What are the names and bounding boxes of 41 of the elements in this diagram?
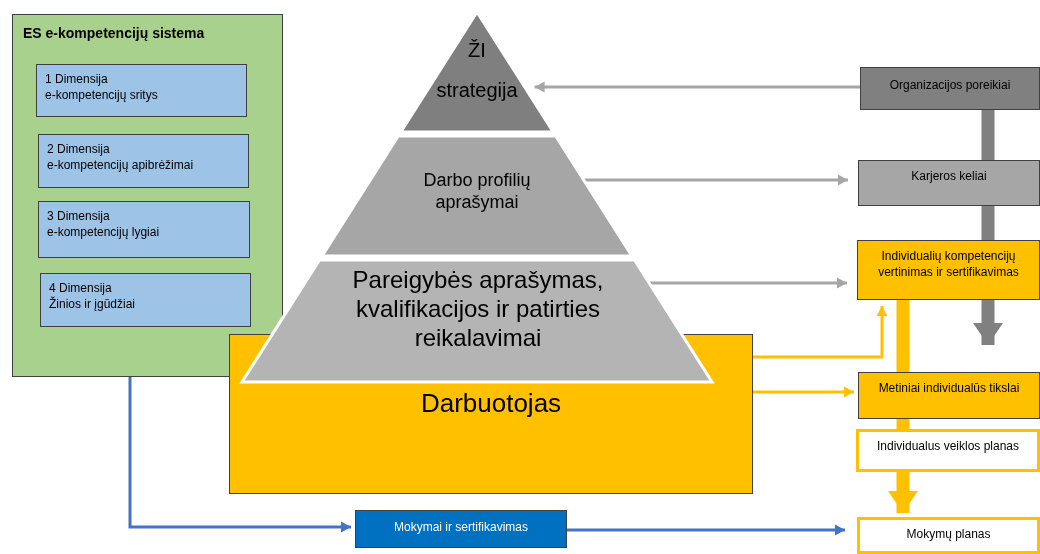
box-label: Mokymai ir sertifikavimas bbox=[394, 519, 528, 536]
process-box bbox=[860, 67, 1040, 110]
arrow bbox=[583, 174, 848, 186]
arrow bbox=[888, 472, 918, 513]
arrow bbox=[534, 81, 860, 93]
process-box bbox=[355, 510, 567, 548]
box-label: Karjeros keliai bbox=[911, 168, 987, 185]
dimension-box bbox=[36, 64, 247, 117]
box-label: 1 Dimensija bbox=[45, 71, 108, 88]
box-label: 3 Dimensija bbox=[47, 208, 110, 225]
process-box bbox=[858, 372, 1040, 419]
tier-label: Darbo profilių aprašymai bbox=[422, 170, 532, 214]
arrow bbox=[649, 277, 847, 289]
framework-panel bbox=[12, 14, 283, 377]
panel-title: ES e-kompetencijų sistema bbox=[23, 24, 205, 43]
box-label: e-kompetencijų lygiai bbox=[47, 224, 160, 241]
process-box bbox=[858, 160, 1040, 206]
box-label: e-kompetencijų apibrėžimai bbox=[47, 157, 194, 174]
box-label: Žinios ir įgūdžiai bbox=[49, 296, 136, 313]
box-label: 4 Dimensija bbox=[49, 280, 112, 296]
tier-label: Pareigybės aprašymas, kvalifikacijos ir patirties reikalavimai bbox=[351, 266, 605, 353]
box-label: Mokymų planas bbox=[906, 526, 991, 543]
box-label: Organizacijos poreikiai bbox=[889, 77, 1011, 94]
arrow bbox=[567, 524, 845, 536]
box-label: e-kompetencijų sritys bbox=[45, 87, 158, 104]
box-label: Individualių kompetencijų vertinimas ir sertifikavimas bbox=[877, 248, 1020, 281]
dimension-box bbox=[40, 273, 251, 327]
arrow bbox=[128, 377, 351, 533]
arrow bbox=[753, 386, 854, 398]
box-label: Darbuotojas bbox=[420, 387, 562, 420]
box-label: 2 Dimensija bbox=[47, 141, 110, 158]
arrow bbox=[973, 300, 1003, 345]
arrow bbox=[753, 306, 888, 359]
box-label: Individualus veiklos planas bbox=[876, 438, 1020, 455]
process-box bbox=[857, 240, 1040, 300]
tier-label: ŽI strategija bbox=[435, 38, 519, 103]
dimension-box bbox=[38, 134, 249, 188]
box-label: Metiniai individualūs tikslai bbox=[878, 380, 1020, 397]
process-box bbox=[857, 517, 1040, 554]
dimension-box bbox=[38, 201, 250, 258]
process-box bbox=[856, 429, 1040, 472]
